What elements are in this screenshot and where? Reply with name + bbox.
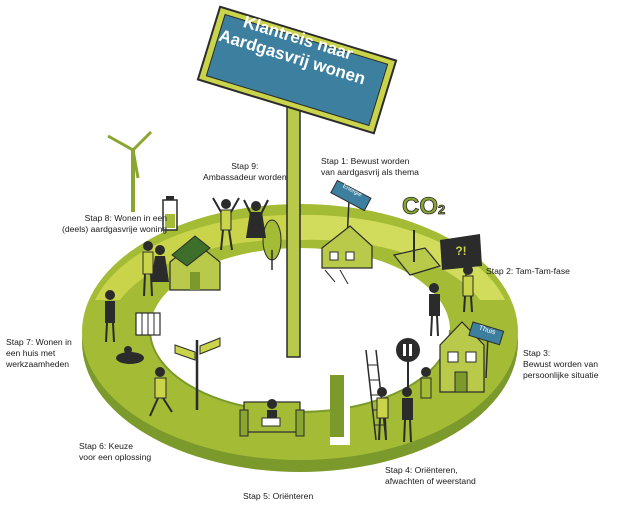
co2-text: CO2 xyxy=(402,193,446,221)
step-label-2: Stap 2: Tam-Tam-fase xyxy=(486,266,570,277)
hole-worker-icon xyxy=(116,346,144,364)
step-label-3: Stap 3: Bewust worden van persoonlijke s… xyxy=(523,348,598,381)
step-5-line-1: Stap 5: Oriënteren xyxy=(243,491,314,501)
co2-main: CO xyxy=(402,193,439,221)
step-label-8: Stap 8: Wonen in een (deels) aardgasvrij… xyxy=(62,213,167,235)
battery-icon xyxy=(162,196,178,231)
step-9-line-1: Stap 9: xyxy=(231,161,259,171)
step-1-line-2: van aardgasvrij als thema xyxy=(321,167,419,177)
demolished-house-icon xyxy=(321,225,373,285)
talking-people-icon xyxy=(429,265,474,337)
step-label-6: Stap 6: Keuze voor een oplossing xyxy=(79,441,151,463)
sofa-laptop-icon xyxy=(239,399,305,437)
sign-pole xyxy=(286,94,301,358)
step-7-line-2: een huis met xyxy=(6,348,56,358)
walking-person-icon xyxy=(149,367,173,417)
step-8-line-2: (deels) aardgasvrije woning xyxy=(62,224,168,234)
step-label-9: Stap 9: Ambassadeur worden xyxy=(203,161,287,183)
step-3-line-1: Stap 3: xyxy=(523,348,551,358)
ambassador-people-icon xyxy=(212,197,269,251)
step-7-line-3: werkzaamheden xyxy=(6,359,70,369)
step-3-line-2: Bewust worden van xyxy=(523,359,598,369)
speech-sign-text: ?! xyxy=(455,244,467,258)
step-9-line-2: Ambassadeur worden xyxy=(203,172,287,182)
pause-sign-icon xyxy=(396,338,420,388)
ring-gap-wall xyxy=(330,375,344,437)
step-label-1: Stap 1: Bewust worden van aardgasvrij al… xyxy=(321,156,419,178)
tree-icon xyxy=(262,219,282,270)
home-house-icon xyxy=(439,321,485,393)
step-4-line-2: afwachten of weerstand xyxy=(385,476,476,486)
step-3-line-3: persoonlijke situatie xyxy=(523,370,599,380)
radiator-icon xyxy=(135,312,161,336)
co2-planter-icon xyxy=(392,230,442,276)
main-sign-panel xyxy=(205,13,389,127)
signpost-icon xyxy=(174,337,221,410)
step-label-7: Stap 7: Wonen in een huis met werkzaamhe… xyxy=(6,337,72,370)
step-label-5: Stap 5: Oriënteren xyxy=(243,491,313,502)
thuis-sign xyxy=(468,321,505,379)
couple-people-icon xyxy=(142,241,169,297)
step-6-line-1: Stap 6: Keuze xyxy=(79,441,133,451)
step-4-line-1: Stap 4: Oriënteren, xyxy=(385,465,458,475)
main-sign xyxy=(196,5,398,135)
step-label-4: Stap 4: Oriënteren, afwachten of weersta… xyxy=(385,465,476,487)
step-1-line-1: Stap 1: Bewust worden xyxy=(321,156,410,166)
waiting-people-icon xyxy=(376,367,432,443)
solar-house-icon xyxy=(169,235,221,291)
step-7-line-1: Stap 7: Wonen in xyxy=(6,337,72,347)
worker-person-icon xyxy=(105,290,115,343)
step-8-line-1: Stap 8: Wonen in een xyxy=(84,213,168,223)
wind-turbine-icon xyxy=(107,130,153,212)
co2-sub: 2 xyxy=(438,202,446,218)
step-2-line-1: Stap 2: Tam-Tam-fase xyxy=(486,266,570,276)
step-6-line-2: voor een oplossing xyxy=(79,452,152,462)
